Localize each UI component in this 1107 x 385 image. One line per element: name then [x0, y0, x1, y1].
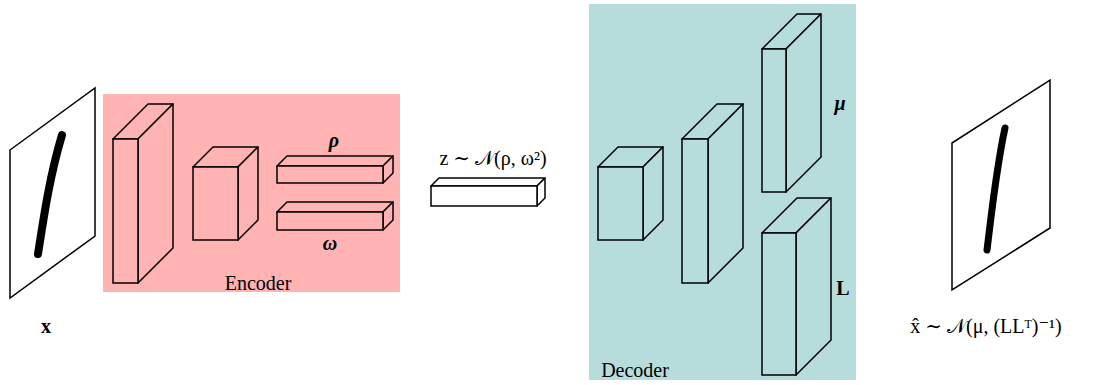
layer-label: z ∼ 𝒩(ρ, ω²) [439, 148, 546, 168]
cuboid-outline [277, 156, 393, 183]
cuboid-outline [277, 202, 393, 230]
mean-layer: ρ [277, 156, 393, 183]
layer-label: ω [323, 233, 337, 253]
band-title: Decoder [601, 360, 669, 380]
cuboid-front [762, 233, 796, 375]
band-layers [103, 94, 400, 292]
cuboid-outline [762, 14, 821, 192]
band-title: Encoder [225, 273, 292, 293]
hidden-layer [598, 147, 663, 240]
output-image-frame [952, 80, 1050, 290]
cuboid-top [431, 178, 545, 186]
cuboid-side [796, 198, 831, 375]
cuboid-top [277, 156, 393, 166]
cuboid-side [383, 202, 393, 230]
output-label: x̂ ∼ 𝒩(μ, (LLᵀ)⁻¹) [910, 316, 1061, 336]
latent-vector-shape [431, 178, 545, 206]
layer-label: ρ [329, 130, 339, 150]
cuboid-front [193, 167, 238, 240]
cuboid-front [431, 186, 537, 206]
cuboid-side [708, 104, 743, 283]
cholesky-output-layer: L [762, 198, 831, 375]
latent-vector: z ∼ 𝒩(ρ, ω²) [431, 178, 545, 206]
mean-output-layer: μ [762, 14, 821, 192]
cuboid-outline [431, 178, 545, 206]
cuboid-outline [762, 198, 831, 375]
cuboid-front [277, 166, 383, 183]
std-layer-shape [277, 202, 393, 230]
output-digit [987, 128, 1005, 250]
std-layer: ω [277, 202, 393, 230]
hidden-layer [113, 104, 173, 283]
cholesky-output-layer-shape [762, 198, 831, 375]
layer-label: μ [834, 93, 845, 113]
cuboid-top [277, 202, 393, 212]
layer-label: L [836, 278, 849, 298]
cuboid-side [138, 104, 173, 283]
encoder-band: Encoderρω [103, 94, 400, 292]
cuboid-front [598, 167, 643, 240]
input-label: x [41, 316, 51, 336]
decoder-band: DecoderμL [589, 4, 856, 380]
cuboid-front [113, 139, 138, 283]
mean-layer-shape [277, 156, 393, 183]
hidden-layer [682, 104, 743, 283]
hidden-layer [193, 147, 258, 240]
mean-output-layer-shape [762, 14, 821, 192]
cuboid-side [383, 156, 393, 183]
input-digit [38, 135, 62, 254]
input-image-frame [10, 88, 95, 298]
cuboid-side [643, 147, 663, 240]
cuboid-side [786, 14, 821, 192]
cuboid-front [682, 139, 708, 283]
cuboid-side [537, 178, 545, 206]
cuboid-front [762, 49, 786, 192]
cuboid-front [277, 212, 383, 230]
cuboid-side [238, 147, 258, 240]
